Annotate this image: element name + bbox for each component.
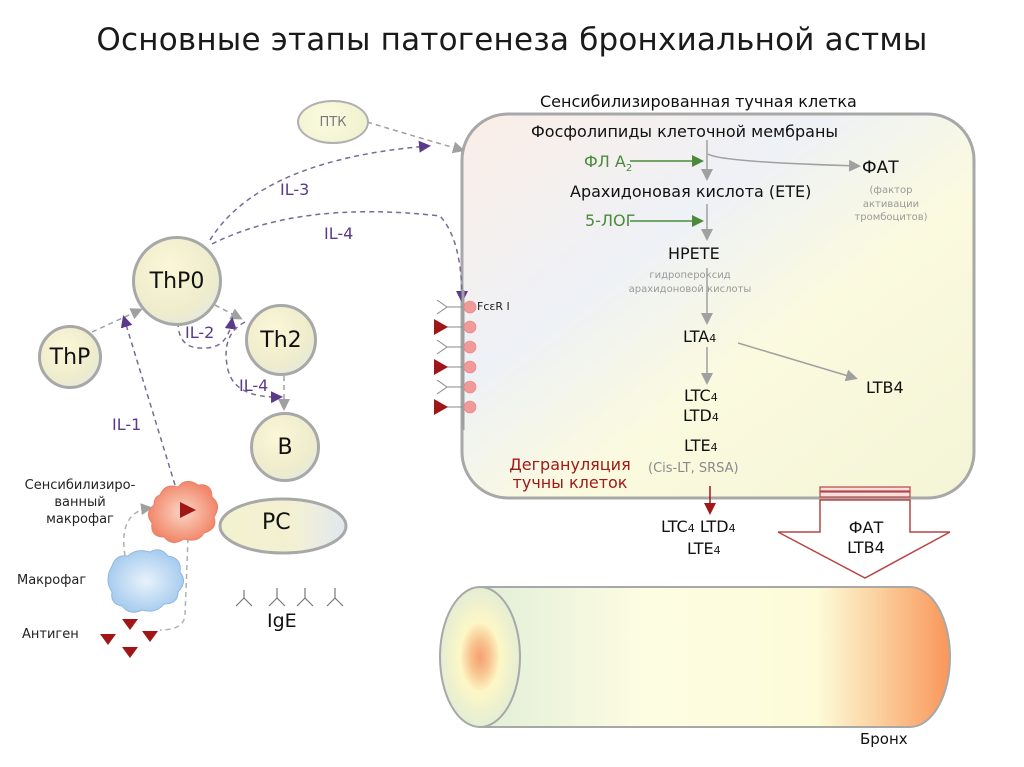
ltb4-label: LTB4 [866, 378, 904, 397]
phospholipids-label: Фосфолипиды клеточной мембраны [531, 122, 839, 141]
il4-top-label: IL-4 [324, 224, 354, 243]
fat-desc-line: активации [862, 198, 920, 210]
arachidonic-acid-label: Арахидоновая кислота (ЕТЕ) [570, 182, 812, 201]
ltd4-label: LTD4 [683, 406, 719, 425]
sensitized-macrophage-shape [148, 481, 218, 543]
il2-label: IL-2 [185, 323, 215, 342]
pc-label: PC [262, 510, 291, 535]
thp0-node: ThP0 [132, 236, 222, 326]
fcer-receptors [434, 290, 477, 430]
hpete-description: гидропероксид арахидоновой кислоты [600, 269, 780, 296]
antigen-label: Антиген [22, 627, 79, 642]
pla2-text: ФЛ А [584, 152, 626, 171]
antigens [100, 619, 158, 658]
cis-lt-label: (Cis-LT, SRSA) [648, 461, 739, 476]
ptk-node: ПТК [297, 100, 369, 144]
released-sub: 4 [687, 522, 695, 535]
release-arrow [777, 486, 951, 579]
pathway-arrows [701, 140, 861, 385]
released-line2: LTE4 [687, 539, 721, 558]
mast-cell-title: Сенсибилизированная тучная клетка [540, 92, 857, 111]
cytokine-arrows [91, 121, 468, 631]
released-sub: 4 [713, 544, 721, 557]
fat-description: (фактор активации тромбоцитов) [846, 184, 936, 225]
released-ltd: LTD [699, 517, 729, 536]
ltc4-text: LTC [684, 386, 711, 405]
degranulation-line: Дегрануляция [509, 455, 631, 474]
il4-low-label: IL-4 [239, 376, 269, 395]
page-title: Основные этапы патогенеза бронхиальной а… [96, 22, 928, 58]
macrophage-shape [107, 549, 184, 613]
lta4-text: LTA [683, 327, 710, 346]
thp-node: ThP [38, 325, 102, 389]
sens-macrophage-line: ванный [54, 494, 106, 510]
lta4-label: LTA4 [683, 327, 716, 346]
released-line1: LTC4 LTD4 [661, 517, 736, 536]
ige-antibodies [235, 588, 344, 607]
lte4-text: LTE [684, 436, 711, 455]
released-lte: LTE [687, 539, 714, 558]
ltc4-sub: 4 [710, 391, 718, 404]
lta4-sub: 4 [709, 332, 717, 345]
arrow-fat: ФАТ [848, 518, 884, 537]
released-ltc: LTC [661, 517, 688, 536]
arrow-ltb4: LTB4 [847, 538, 885, 557]
pla2-sub: 2 [625, 163, 633, 175]
il3-label: IL-3 [280, 180, 310, 199]
bronchus-tube [439, 586, 951, 728]
fat-desc-line: тромбоцитов) [854, 212, 928, 223]
hpete-desc-line: гидропероксид [649, 270, 731, 281]
fcer-label: FcεR I [477, 300, 510, 313]
degranulation-label: Дегрануляция тучны клеток [500, 456, 640, 491]
macrophage-label: Макрофаг [17, 573, 87, 588]
lte4-sub: 4 [710, 441, 718, 454]
lox5-label: 5-ЛОГ [585, 211, 636, 230]
sensitized-macrophage-label: Сенсибилизиро- ванный макрофаг [10, 478, 150, 529]
bronchus-label: Бронх [860, 730, 908, 748]
ltd4-sub: 4 [711, 411, 719, 424]
th2-node: Th2 [245, 304, 317, 376]
ltd4-text: LTD [683, 406, 712, 425]
sens-macrophage-line: Сенсибилизиро- [24, 478, 136, 493]
fat-desc-line: (фактор [869, 185, 913, 196]
sens-macrophage-line: макрофаг [46, 511, 114, 527]
il1-label: IL-1 [112, 415, 142, 434]
b-cell-node: B [250, 412, 320, 482]
pla2-label: ФЛ А2 [584, 152, 632, 174]
released-sub: 4 [728, 522, 736, 535]
pc-cell [218, 497, 348, 555]
fat-label: ФАТ [862, 158, 899, 178]
degranulation-line: тучны клеток [512, 472, 628, 492]
hpete-label: HPETE [668, 244, 720, 263]
ltc4-label: LTC4 [684, 386, 718, 405]
hpete-desc-line: арахидоновой кислоты [628, 283, 752, 295]
ige-label: IgE [267, 610, 297, 632]
lte4-label: LTE4 [684, 436, 718, 455]
